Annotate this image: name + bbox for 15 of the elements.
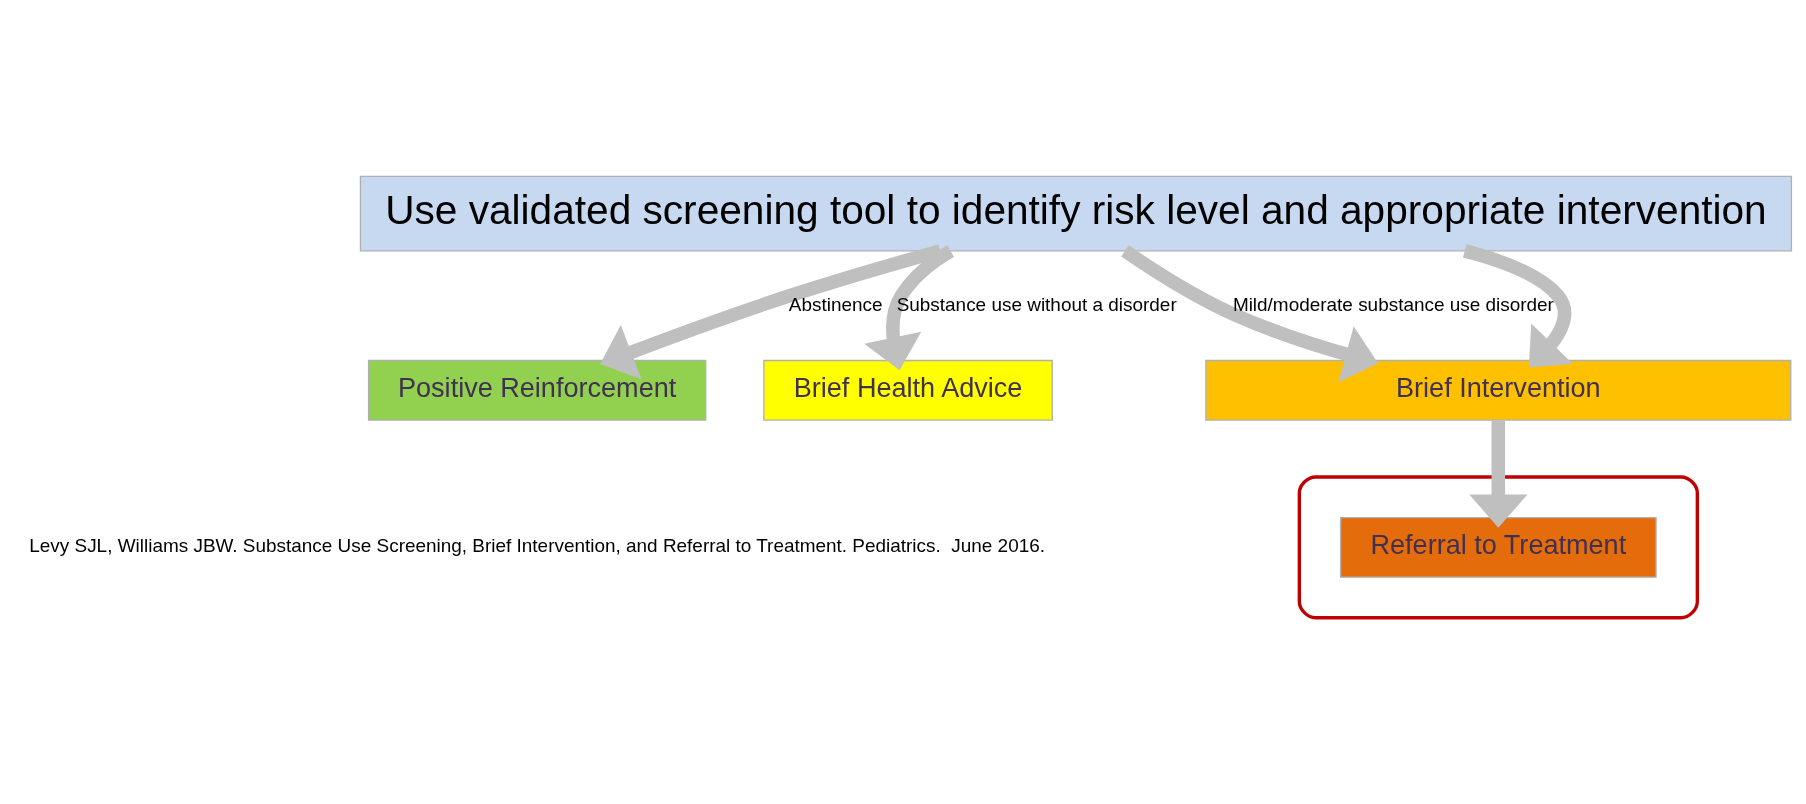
arrow <box>864 244 955 370</box>
edge-label: Abstinence <box>788 293 883 315</box>
label: Levy SJL, Williams JBW. Substance Use Screening, Brief Intervention, and Referral to Treatment. Pediatrics. June 2016. <box>29 534 1046 556</box>
edge-label: Mild/moderate substance use disorder <box>1232 293 1554 315</box>
cluster <box>1297 474 1700 619</box>
node-box: Use validated screening tool to identify risk level and appropriate intervention <box>359 175 1793 252</box>
node-box: Referral to Treatment <box>1339 516 1657 578</box>
arrow <box>600 243 942 379</box>
edge-label: Substance use without a disorder <box>896 293 1177 315</box>
node-box: Positive Reinforcement <box>367 359 707 421</box>
arrow <box>1121 244 1379 382</box>
node-box: Brief Intervention <box>1205 359 1792 421</box>
arrow <box>1469 419 1528 528</box>
arrow <box>1462 243 1573 368</box>
node-box: Brief Health Advice <box>763 359 1053 421</box>
